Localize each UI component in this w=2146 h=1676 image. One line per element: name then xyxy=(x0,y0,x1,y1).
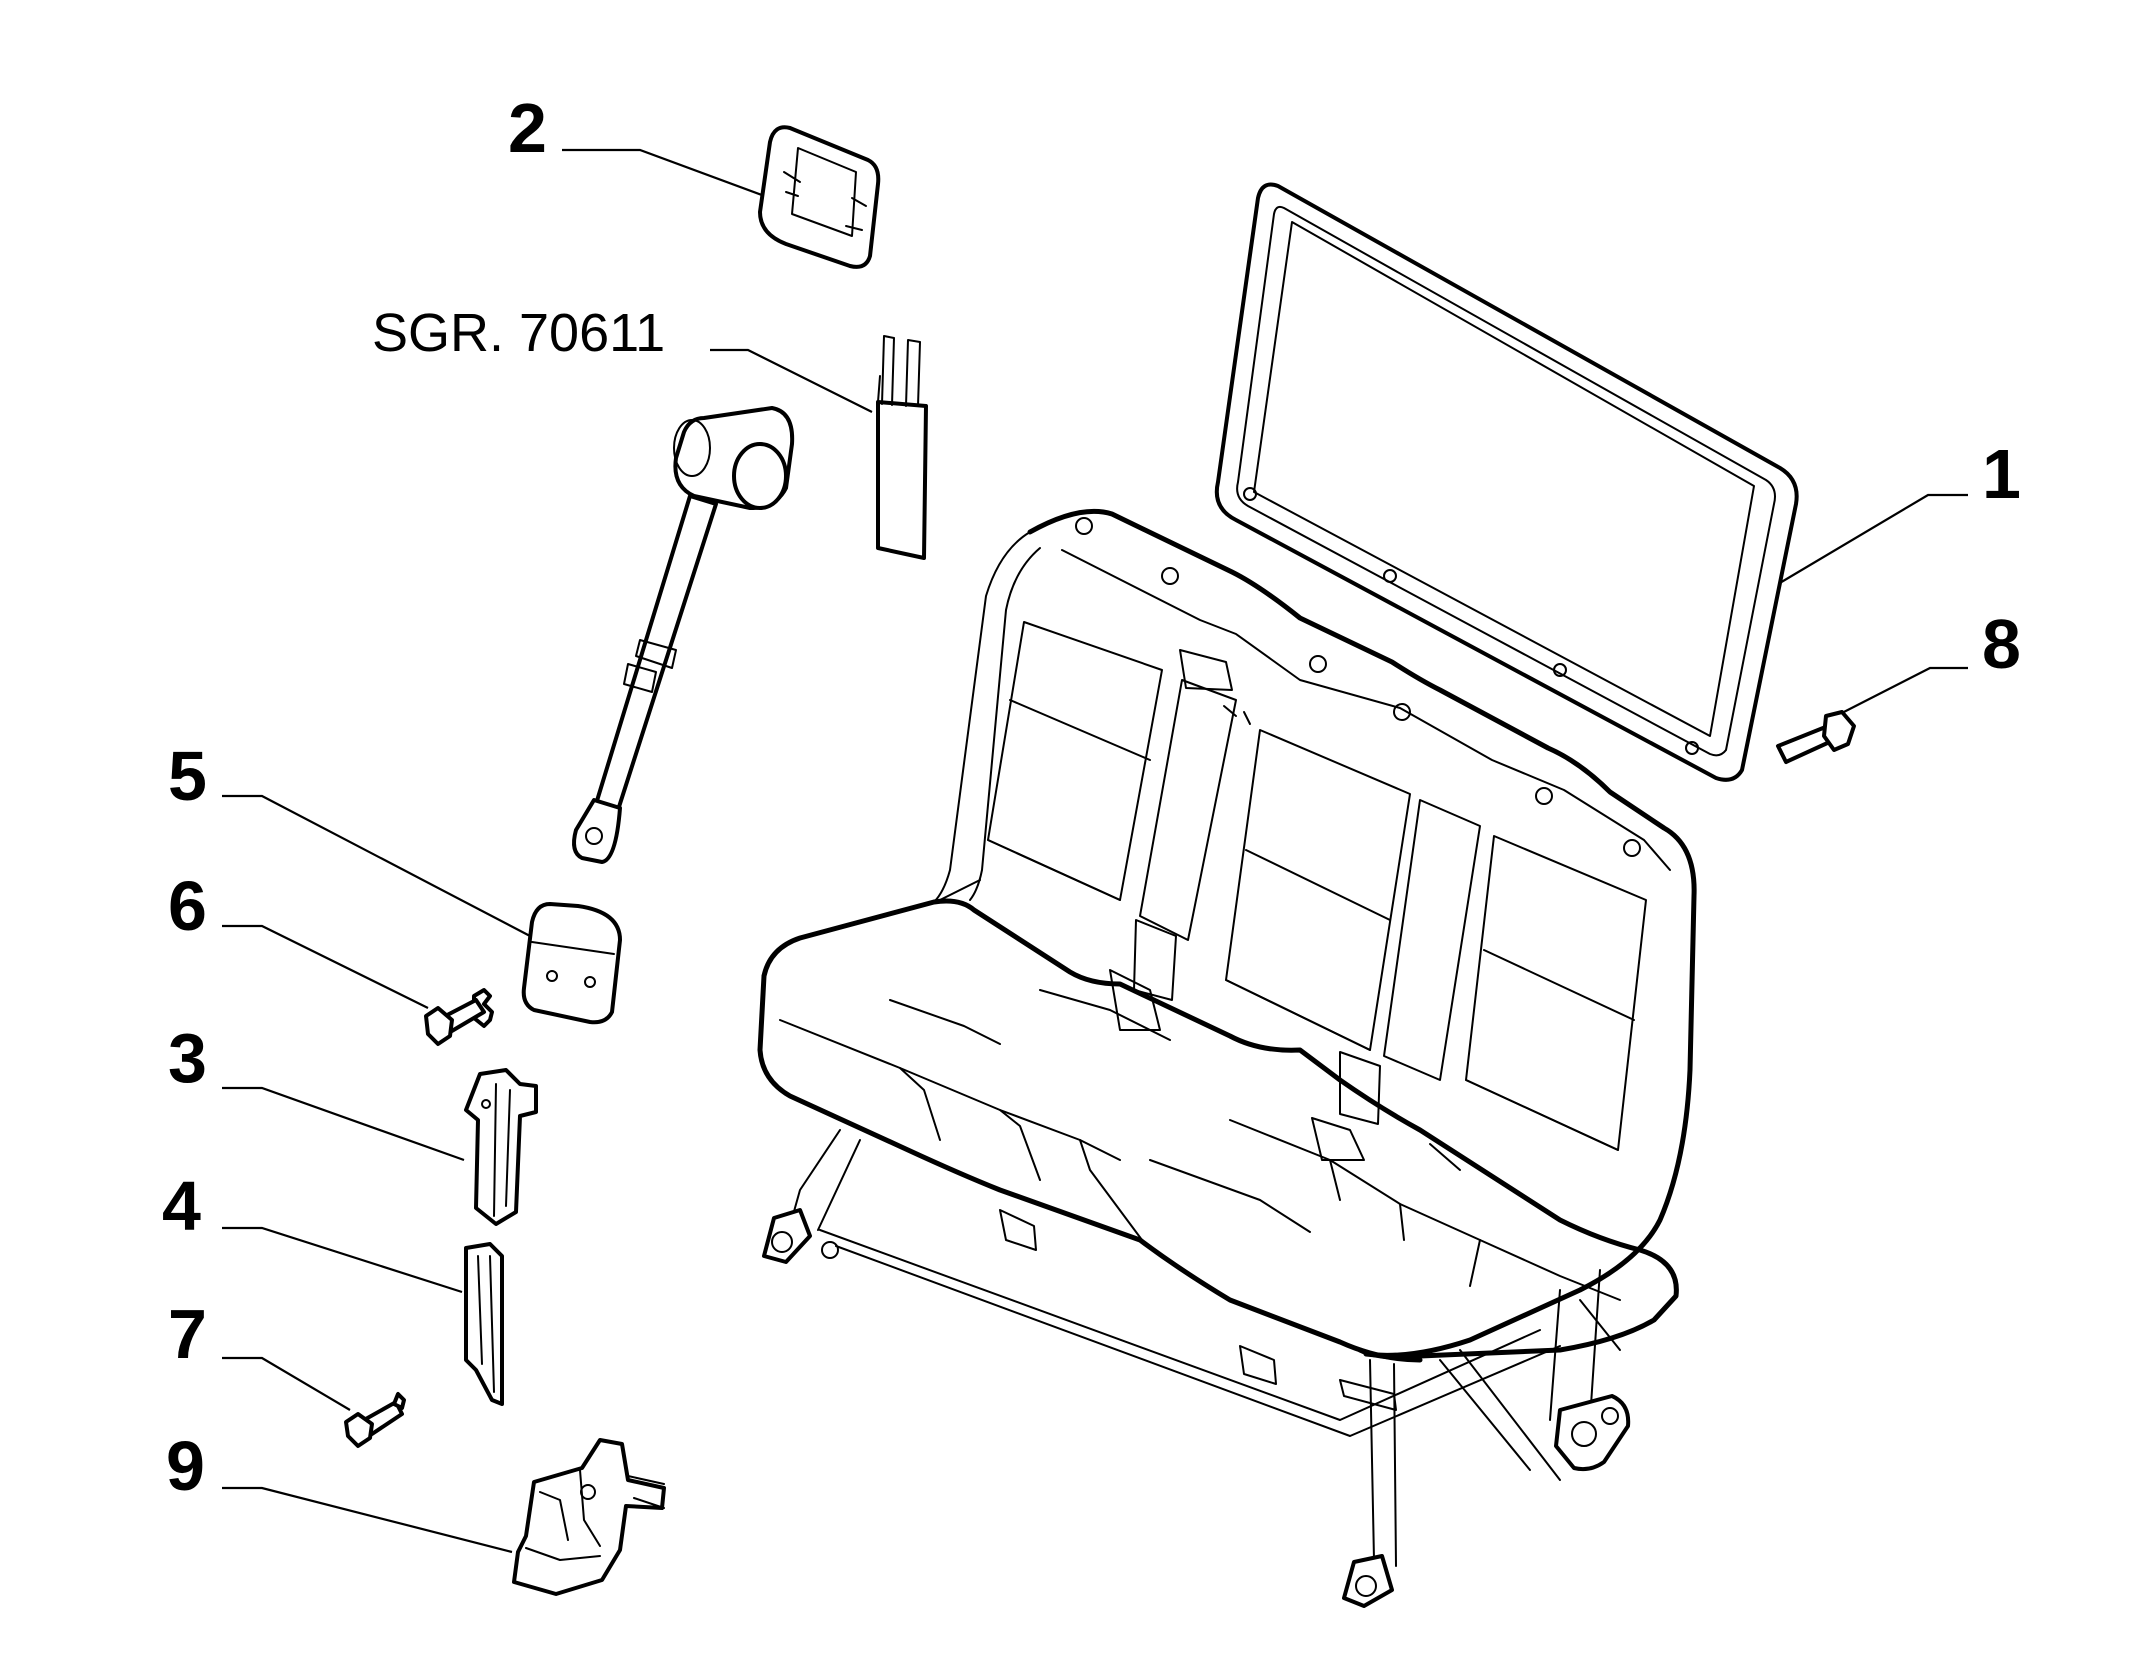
callout-label-9: 9 xyxy=(166,1427,205,1505)
callout-label-3: 3 xyxy=(168,1019,207,1097)
leader-line-8 xyxy=(1835,666,1968,717)
leader-line-3 xyxy=(222,1086,465,1162)
callout-label-8: 8 xyxy=(1982,605,2021,683)
rear-bench-seat xyxy=(757,508,1697,1608)
leader-line-5 xyxy=(222,794,531,937)
leader-lines xyxy=(222,148,1968,1554)
callout-label-2: 2 xyxy=(508,89,547,167)
part-4-bracket-strip xyxy=(464,1242,504,1406)
leader-line-sgr xyxy=(710,348,873,413)
part-7-bolt xyxy=(344,1392,406,1448)
callout-label-6: 6 xyxy=(168,867,207,945)
part-2-trim-cover xyxy=(758,125,881,269)
leader-line-9 xyxy=(222,1486,513,1554)
part-seat-belt-retractor xyxy=(572,406,795,864)
part-3-bracket xyxy=(464,1068,538,1226)
leader-line-2 xyxy=(562,148,771,200)
leader-line-1 xyxy=(1767,493,1968,591)
part-belt-label xyxy=(876,335,928,560)
part-8-bolt xyxy=(1776,710,1856,764)
part-1-backrest-panel xyxy=(1214,182,1799,782)
callout-label-5: 5 xyxy=(168,737,207,815)
leader-line-6 xyxy=(222,924,429,1009)
part-6-bolt xyxy=(424,988,494,1046)
callout-label-1: 1 xyxy=(1982,435,2021,513)
part-9-seat-latch xyxy=(512,1438,666,1596)
callout-label-sgr: SGR. 70611 xyxy=(372,303,665,363)
part-5-buckle-cover xyxy=(521,902,622,1025)
leader-line-4 xyxy=(222,1226,463,1294)
callout-label-7: 7 xyxy=(168,1295,207,1373)
leader-line-7 xyxy=(222,1356,351,1411)
callout-label-4: 4 xyxy=(162,1167,201,1245)
